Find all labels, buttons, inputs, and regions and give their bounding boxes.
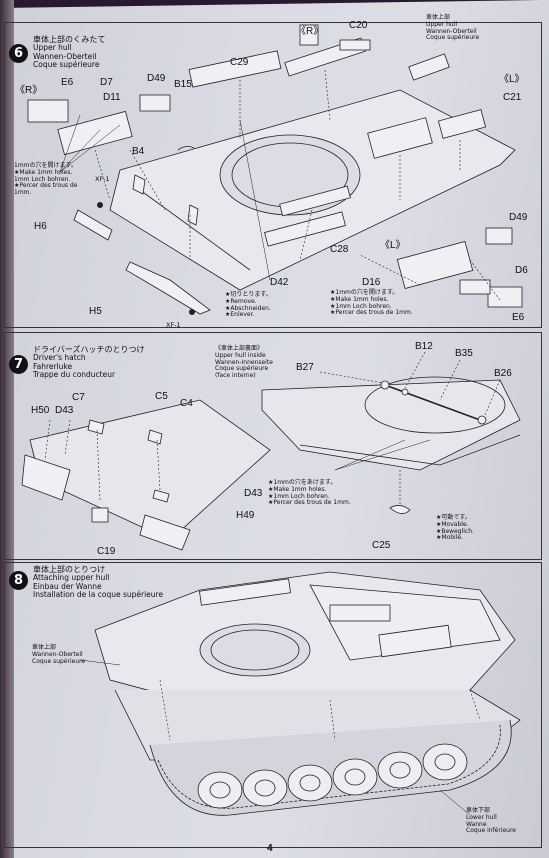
part-label-c29: C29 (230, 57, 249, 68)
side-label-r-left: 《R》 (15, 85, 43, 96)
part-label-d11: D11 (103, 92, 121, 103)
step-8-title-jp: 車体上部のとりつけ (33, 565, 106, 574)
part-label-c5: C5 (155, 391, 168, 402)
step-6-hole-note-right: ★1mmの穴を開けます。 ★Make 1mm holes. ★1mm Loch … (330, 289, 413, 317)
step-6-title-de: Wannen-Oberteil (33, 51, 97, 61)
part-label-c4: C4 (180, 398, 193, 409)
part-label-b12: B12 (415, 341, 433, 352)
paint-label-xf1-a: XF-1 (95, 175, 110, 183)
part-label-d7: D7 (100, 77, 113, 88)
side-label-l-bottom: 《L》 (380, 240, 406, 251)
side-label-r-top: 《R》 (296, 26, 324, 37)
part-label-h49: H49 (236, 510, 255, 521)
step-6-hole-note-left: 1mmの穴を開けます。 ★Make 1mm holes. 1mm Loch bo… (14, 162, 78, 197)
step-6-panel (4, 22, 542, 328)
part-label-b26: B26 (494, 368, 512, 379)
step-8-lower-hull-callout: 車体下部 Lower hull Wanne Coque inférieure (466, 807, 516, 835)
step-7-title-fr: Trappe du conducteur (33, 370, 116, 380)
step-6-upper-hull-callout: 車体上部 Upper hull Wannen-Oberteil Coque su… (426, 14, 480, 42)
step-7-hole-note: ★1mmの穴をあけます。 ★Make 1mm holes. ★1mm Loch … (268, 479, 351, 507)
part-label-d49: D49 (147, 73, 166, 84)
page-edge-shadow (0, 0, 14, 858)
part-label-c21: C21 (503, 92, 522, 103)
part-label-d49-right: D49 (509, 212, 528, 223)
part-label-c25: C25 (372, 540, 391, 551)
part-label-b35: B35 (455, 348, 473, 359)
step-6-title-en: Upper hull (33, 43, 72, 53)
step-8-title: 車体上部のとりつけ Attaching upper hull Einbau de… (33, 565, 164, 600)
step-6-title-fr: Coque supérieure (33, 60, 100, 70)
step-6-remove-note: ★切りとります。 ★Remove. ★Abschneiden. ★Enlever… (225, 291, 272, 319)
part-label-h50: H50 (31, 405, 50, 416)
part-label-c20: C20 (349, 20, 368, 31)
part-label-d6: D6 (515, 265, 528, 276)
part-label-b27: B27 (296, 362, 314, 373)
part-label-b15: B15 (174, 79, 192, 90)
step-8-panel (4, 562, 542, 848)
step-7-inside-callout: 《車体上部裏面》 Upper hull inside Wannen-Innens… (215, 345, 273, 380)
page-number: 4 (267, 843, 273, 854)
side-label-l-top: 《L》 (499, 74, 525, 85)
step-6-title-jp: 車体上部のくみたて (33, 35, 106, 44)
step-8-title-fr: Installation de la coque supérieure (33, 590, 164, 600)
part-label-c7: C7 (72, 392, 85, 403)
step-7-panel (4, 332, 542, 560)
step-7-title-en: Driver's hatch (33, 353, 86, 363)
step-8-title-en: Attaching upper hull (33, 573, 110, 583)
step-7-title-jp: ドライバーズハッチのとりつけ (33, 345, 145, 354)
step-8-title-de: Einbau der Wanne (33, 581, 102, 591)
step-7-title: ドライバーズハッチのとりつけ Driver's hatch Fahrerluke… (33, 345, 145, 380)
part-label-d43-right: D43 (244, 488, 263, 499)
part-label-e6-right: E6 (512, 312, 525, 323)
part-label-d43: D43 (55, 405, 74, 416)
step-6-number: 6 (9, 44, 28, 63)
paint-label-xf1-b: XF-1 (166, 321, 181, 329)
step-7-number: 7 (9, 355, 28, 374)
part-label-c28: C28 (330, 244, 349, 255)
step-8-number: 8 (9, 571, 28, 590)
part-label-h6: H6 (34, 221, 47, 232)
part-label-d42: D42 (270, 277, 289, 288)
part-label-b4: B4 (132, 146, 145, 157)
step-7-movable-note: ★可動です。 ★Movable. ★Beweglich. ★Mobile. (436, 514, 474, 542)
part-label-e6: E6 (61, 77, 74, 88)
step-8-upper-hull-callout: 車体上部 Wannen-Oberteil Coque supérieure (32, 644, 86, 665)
part-label-h5: H5 (89, 306, 102, 317)
step-7-title-de: Fahrerluke (33, 361, 73, 371)
step-6-title: 車体上部のくみたて Upper hull Wannen-Oberteil Coq… (33, 35, 106, 70)
part-label-c19: C19 (97, 546, 116, 557)
part-label-d16: D16 (362, 277, 381, 288)
